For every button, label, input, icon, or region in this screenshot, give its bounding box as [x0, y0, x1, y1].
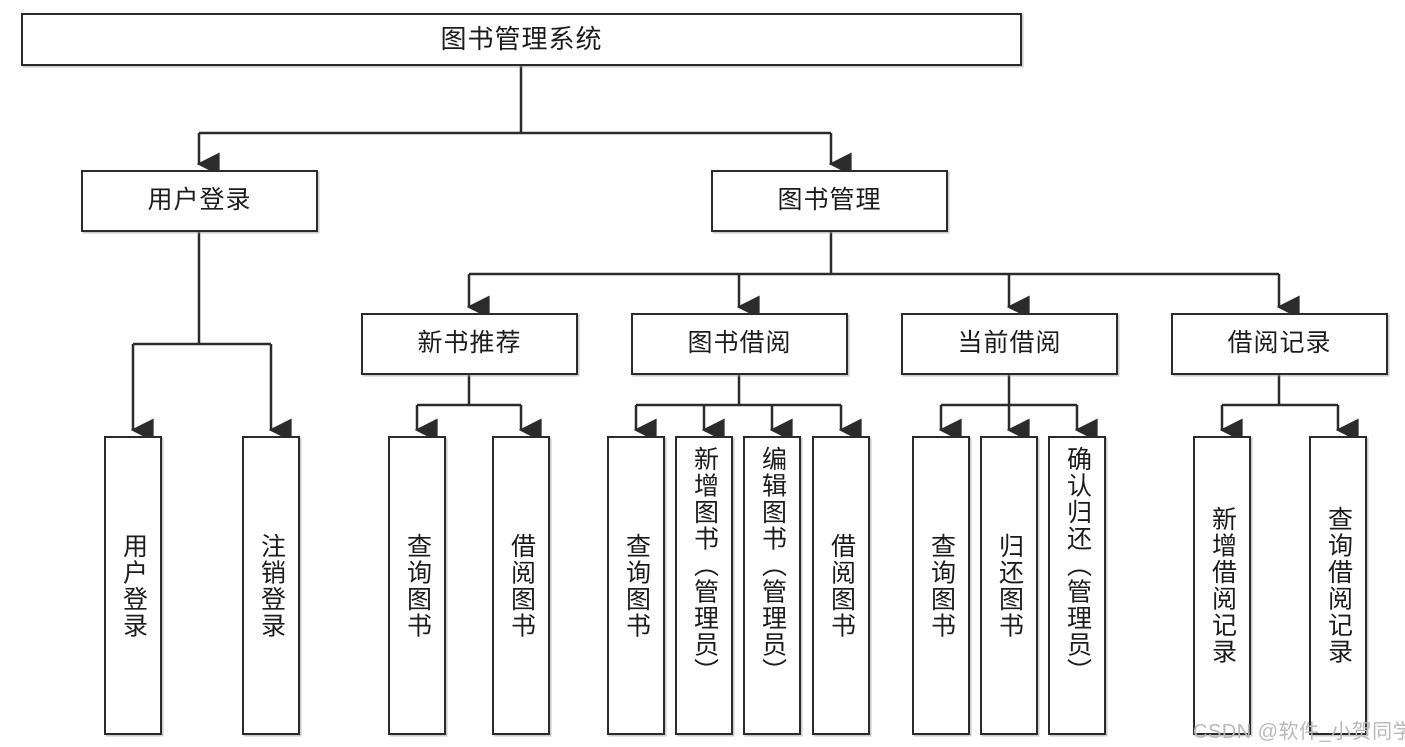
- node-leaf-query-record[interactable]: 查询借阅记录: [1309, 436, 1367, 735]
- node-label: 新增借阅记录: [1208, 506, 1237, 665]
- node-label: 新书推荐: [417, 329, 522, 358]
- node-label: 当前借阅: [957, 329, 1062, 358]
- node-current-borrow[interactable]: 当前借阅: [901, 313, 1118, 375]
- node-label: 借阅图书: [507, 532, 536, 639]
- node-leaf-borrow-book-2[interactable]: 借阅图书: [812, 436, 870, 735]
- node-label: 编辑图书（管理员）: [758, 446, 787, 685]
- node-user-login[interactable]: 用户登录: [81, 170, 318, 232]
- node-label: 借阅记录: [1227, 329, 1332, 358]
- node-leaf-user-logout[interactable]: 注销登录: [242, 436, 300, 735]
- node-leaf-confirm-return[interactable]: 确认归还（管理员）: [1048, 436, 1106, 735]
- node-leaf-return-book[interactable]: 归还图书: [980, 436, 1038, 735]
- node-label: 查询图书: [927, 532, 956, 639]
- node-label: 确认归还（管理员）: [1063, 446, 1092, 685]
- node-leaf-query-book-1[interactable]: 查询图书: [388, 436, 446, 735]
- csdn-watermark: CSDN @软件_小贺同学: [1193, 721, 1405, 743]
- node-book-manage[interactable]: 图书管理: [711, 170, 948, 232]
- node-leaf-query-book-2[interactable]: 查询图书: [607, 436, 665, 735]
- node-leaf-edit-book[interactable]: 编辑图书（管理员）: [743, 436, 801, 735]
- node-root-system[interactable]: 图书管理系统: [21, 13, 1022, 66]
- node-label: 用户登录: [119, 532, 148, 639]
- node-leaf-query-book-3[interactable]: 查询图书: [912, 436, 970, 735]
- node-label: 新增图书（管理员）: [690, 446, 719, 685]
- node-label: 归还图书: [995, 532, 1024, 639]
- node-label: 用户登录: [147, 186, 252, 215]
- node-label: 查询图书: [403, 532, 432, 639]
- node-book-borrow[interactable]: 图书借阅: [631, 313, 848, 375]
- node-borrow-record[interactable]: 借阅记录: [1171, 313, 1388, 375]
- node-label: 图书借阅: [687, 329, 792, 358]
- node-leaf-user-login[interactable]: 用户登录: [104, 436, 162, 735]
- node-new-book-recommend[interactable]: 新书推荐: [361, 313, 578, 375]
- node-leaf-add-record[interactable]: 新增借阅记录: [1193, 436, 1251, 735]
- node-leaf-add-book[interactable]: 新增图书（管理员）: [675, 436, 733, 735]
- node-label: 注销登录: [257, 532, 286, 639]
- node-label: 查询借阅记录: [1324, 506, 1353, 665]
- node-label: 图书管理系统: [440, 24, 603, 55]
- node-leaf-borrow-book-1[interactable]: 借阅图书: [492, 436, 550, 735]
- node-label: 图书管理: [777, 186, 882, 215]
- node-label: 查询图书: [622, 532, 651, 639]
- node-label: 借阅图书: [827, 532, 856, 639]
